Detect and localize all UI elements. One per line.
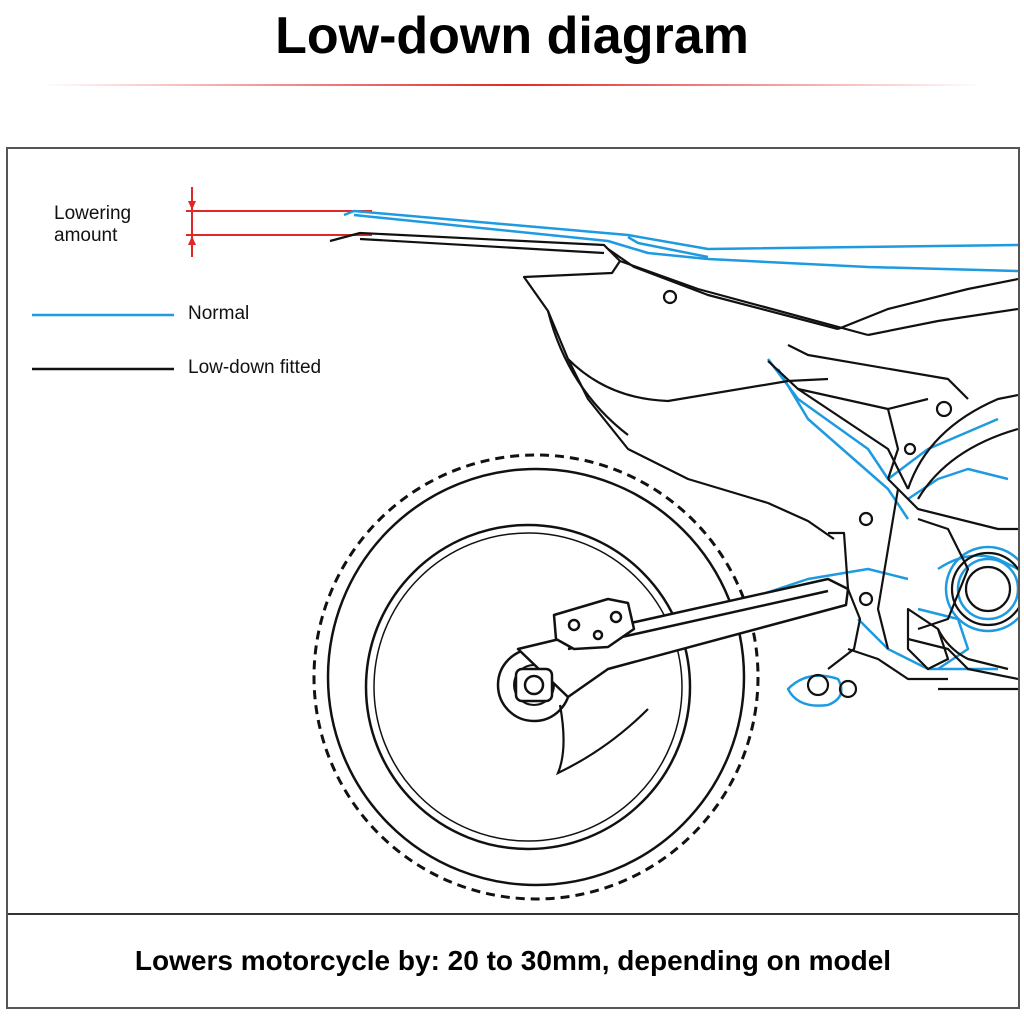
title-divider [40,84,984,86]
legend-lowered-label: Low-down fitted [188,357,322,378]
motorcycle-illustration [32,187,1018,901]
lowered-outline [329,231,1018,699]
footer-caption: Lowers motorcycle by: 20 to 30mm, depend… [134,945,892,976]
rear-wheel [312,453,760,901]
rear-tire [312,453,760,901]
lowering-amount-marker [186,187,372,257]
lowering-label-line2: amount [54,225,118,246]
diagram-frame: Lowering amount Normal Low-down fitted L… [6,147,1020,1009]
rear-rim [364,523,692,851]
legend-normal-label: Normal [188,303,250,324]
swingarm [514,577,850,703]
lowering-label-line1: Lowering [54,203,132,224]
page-title: Low-down diagram [275,7,749,65]
footer-divider [8,913,1018,915]
lowering-amount-label: Lowering amount [54,203,131,247]
